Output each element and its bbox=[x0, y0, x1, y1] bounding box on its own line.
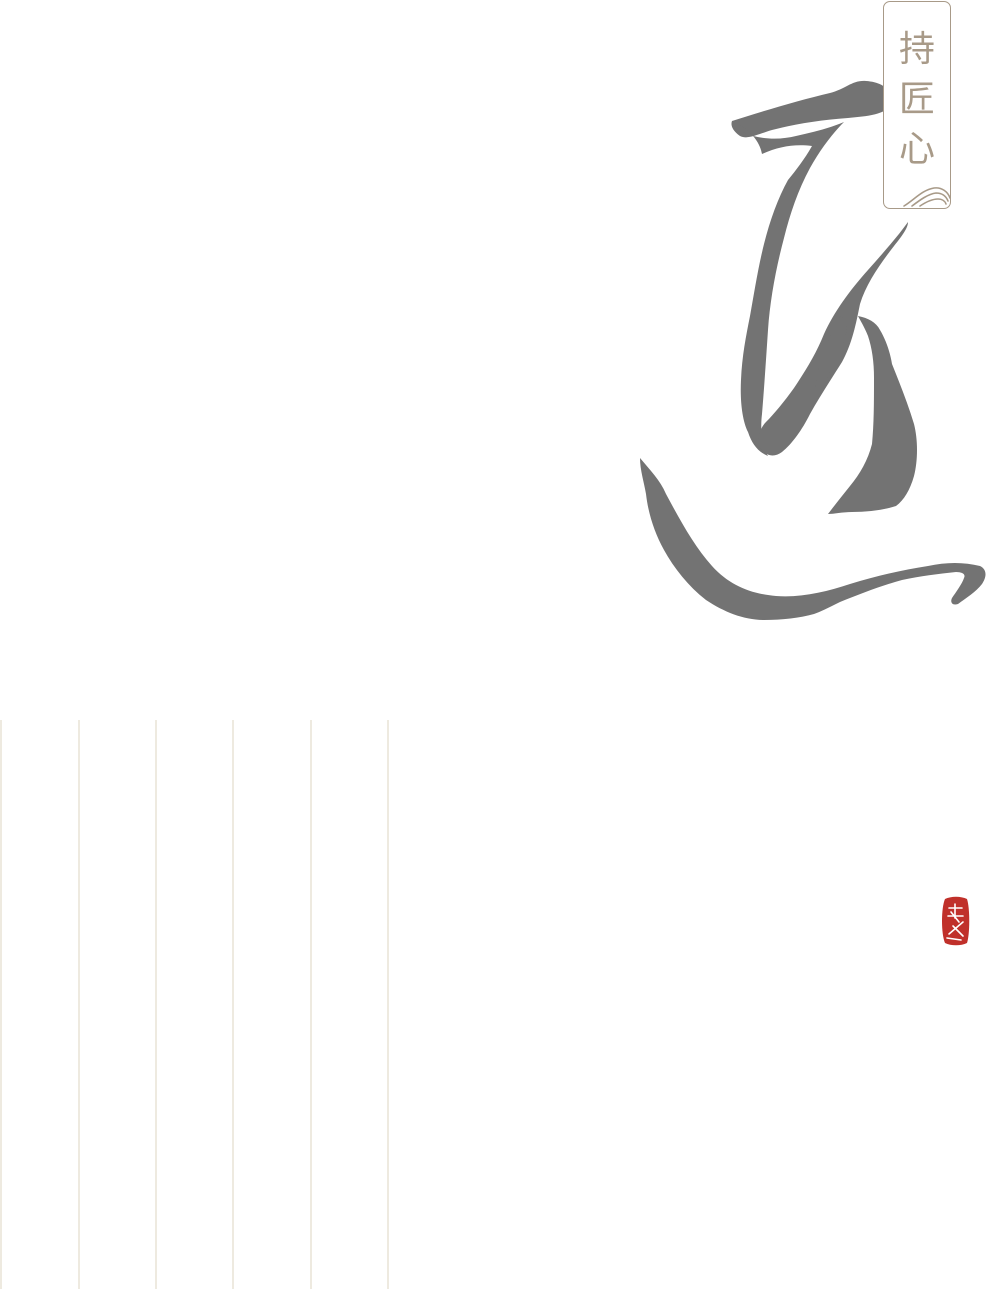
stroke-top-horizontal bbox=[731, 80, 892, 138]
stroke-left-vertical bbox=[738, 122, 844, 456]
title-plaque: 持 匠 心 bbox=[883, 1, 951, 209]
stroke-bottom-sweep bbox=[640, 458, 986, 620]
writing-rules bbox=[0, 720, 389, 1289]
title-char-2: 匠 bbox=[898, 79, 935, 120]
title-char-3: 心 bbox=[898, 129, 935, 170]
red-seal-stamp bbox=[942, 896, 970, 946]
title-text: 持 匠 心 bbox=[884, 28, 950, 172]
title-char-1: 持 bbox=[898, 29, 935, 70]
wave-icon bbox=[903, 187, 951, 207]
stroke-inner-small bbox=[815, 316, 847, 396]
stroke-right-vertical bbox=[828, 316, 917, 514]
